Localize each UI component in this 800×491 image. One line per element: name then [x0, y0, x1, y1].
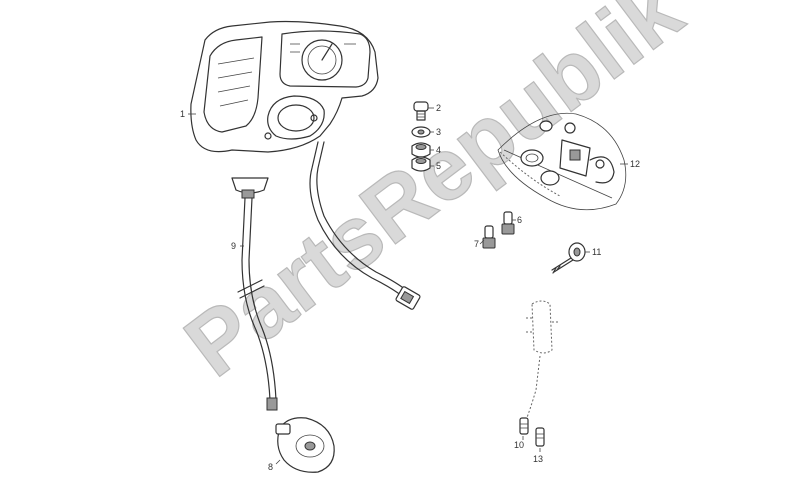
- cluster-wire: [309, 141, 421, 310]
- label-part-13: 13: [533, 454, 543, 464]
- label-part-3: 3: [436, 127, 441, 137]
- label-part-10: 10: [514, 440, 524, 450]
- screw-washer-stack: [411, 101, 431, 172]
- label-part-5: 5: [436, 161, 441, 171]
- label-part-8: 8: [268, 462, 273, 472]
- label-part-4: 4: [436, 145, 441, 155]
- label-part-9: 9: [231, 241, 236, 251]
- label-part-1: 1: [180, 109, 185, 119]
- indicator-lamp-assembly: [519, 300, 558, 447]
- label-part-6: 6: [517, 215, 522, 225]
- label-part-7: 7: [474, 239, 479, 249]
- small-bulbs: [482, 211, 515, 249]
- label-part-12: 12: [630, 159, 640, 169]
- ignition-key: [551, 242, 586, 274]
- speedo-drive: [275, 417, 335, 473]
- leader-lines: [188, 107, 628, 465]
- label-part-11: 11: [592, 247, 601, 257]
- instrument-cluster: [190, 20, 379, 153]
- label-part-2: 2: [436, 103, 441, 113]
- bulb-socket-kit: [497, 112, 627, 211]
- part-labels: 1 2 3 4 5 6 7 8 9 10 11 12 13: [180, 103, 640, 472]
- speedo-cable: [231, 177, 278, 411]
